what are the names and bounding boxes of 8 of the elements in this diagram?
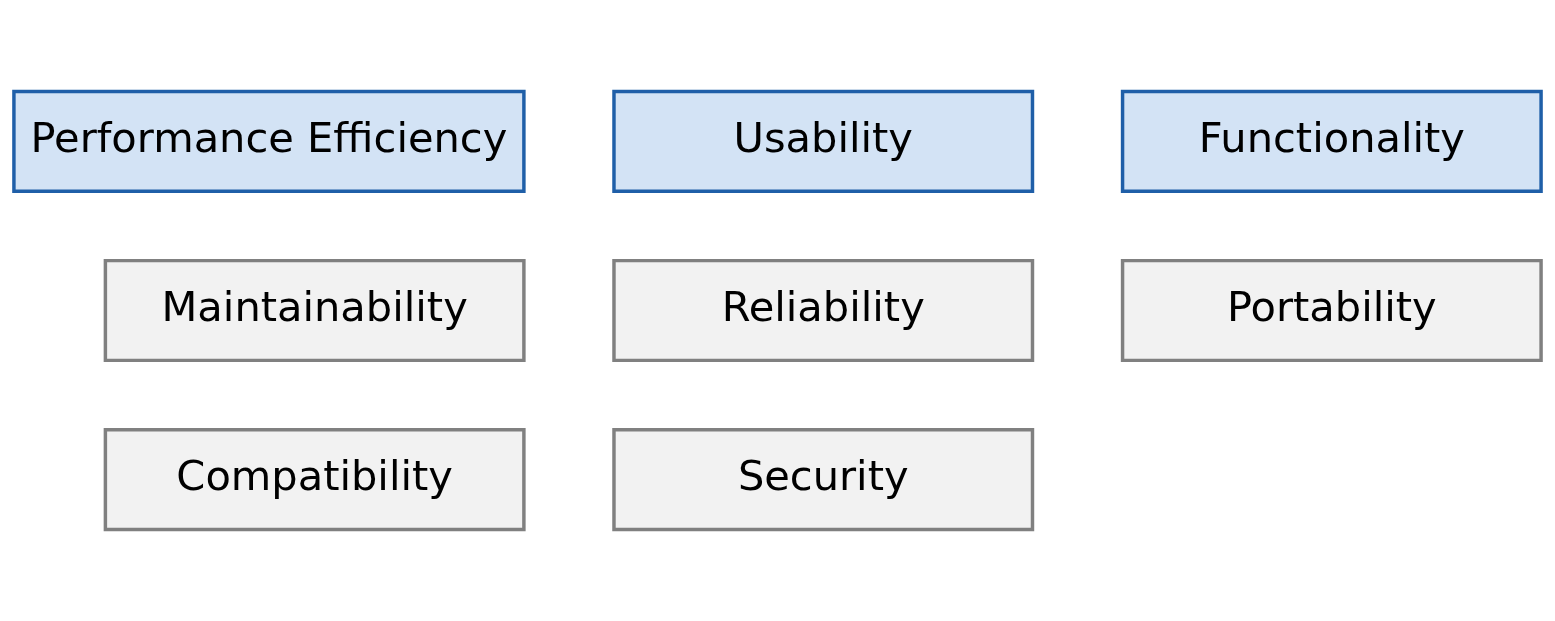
node-box: Maintainability <box>103 258 526 363</box>
node-box: Usability <box>612 89 1035 194</box>
node-box: Reliability <box>612 258 1035 363</box>
node-box: Performance Efficiency <box>12 89 526 194</box>
node-box: Portability <box>1120 258 1543 363</box>
node-box: Functionality <box>1120 89 1543 194</box>
node-box: Compatibility <box>103 427 526 532</box>
node-box: Security <box>612 427 1035 532</box>
